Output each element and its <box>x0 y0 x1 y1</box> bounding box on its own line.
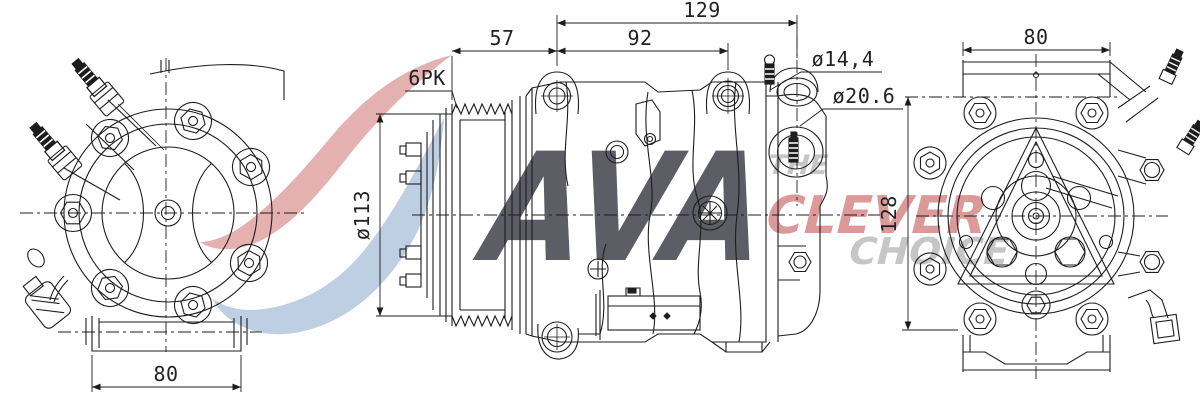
front-flange-outer <box>63 108 273 318</box>
tagline-clever: CLEVER <box>759 186 994 246</box>
bottom-lug-and-connector <box>537 287 771 360</box>
front-plate-lines <box>519 96 527 334</box>
dim-rear-height: 128 <box>877 195 901 233</box>
front-view: 80 <box>20 55 305 392</box>
dim-overall-length: 129 <box>683 0 721 22</box>
front-discharge-fitting <box>26 119 83 181</box>
front-flange-inner <box>78 123 258 303</box>
dim-port-small: ø14,4 <box>812 47 875 71</box>
tagline-choice: CHOICE <box>844 230 1015 273</box>
rear-width-dimension: 80 <box>962 25 1111 56</box>
dim-lug-span: 92 <box>627 26 652 50</box>
brand-wordmark: AVA <box>462 121 787 296</box>
dim-belt-type: 6PK <box>408 66 446 90</box>
belt-label: 6PK <box>405 66 458 109</box>
wave-red <box>200 55 452 250</box>
clutch-plate <box>399 108 447 322</box>
rear-view: 80 128 <box>877 25 1200 380</box>
front-top-flange-edge <box>149 60 285 100</box>
dim-port-large: ø20.6 <box>833 84 896 108</box>
rear-side-fittings <box>1117 46 1200 277</box>
side-view: ø113 57 92 129 6PK ø14,4 ø20.6 <box>350 0 903 360</box>
rear-connector <box>1127 289 1181 345</box>
rear-head <box>763 36 828 342</box>
rear-flange-inner <box>956 136 1116 296</box>
port-stud <box>763 54 776 85</box>
pulley-diameter-dimension: ø113 <box>350 113 452 317</box>
rear-hub-cluster <box>958 151 1114 286</box>
rear-flange-outer <box>937 117 1135 315</box>
front-kidney-cutouts <box>123 162 213 264</box>
front-width-dimension: 80 <box>91 355 242 392</box>
compressor-body <box>525 81 767 343</box>
rear-top-foot <box>962 60 1147 101</box>
front-connector <box>22 248 72 329</box>
dim-front-width: 80 <box>153 362 178 386</box>
length-dimensions: 57 92 129 <box>451 0 798 100</box>
front-shaft-hub <box>154 199 182 227</box>
port-labels: ø14,4 ø20.6 <box>769 47 903 127</box>
front-fitting-centerline <box>117 103 165 151</box>
dim-rear-width: 80 <box>1023 25 1048 49</box>
front-shaft-center <box>160 205 176 221</box>
port-bolt <box>788 131 799 163</box>
front-mounting-foot <box>58 316 262 352</box>
front-face-circle <box>101 146 235 280</box>
rear-height-dimension: 128 <box>877 97 958 331</box>
wave-blue <box>212 118 444 335</box>
dim-front-to-lug: 57 <box>489 26 514 50</box>
port-large <box>768 126 824 178</box>
rear-bottom-foot <box>962 335 1111 372</box>
dim-pulley-diameter: ø113 <box>350 190 374 240</box>
top-mounting-lugs <box>534 71 751 115</box>
front-fitting-bracket <box>63 99 157 201</box>
pulley <box>451 100 513 330</box>
